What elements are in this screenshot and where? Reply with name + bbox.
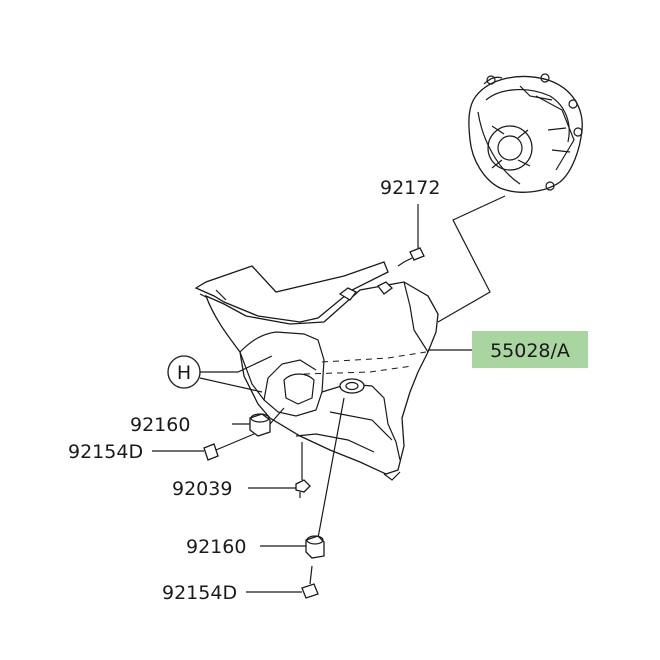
- reference-h-marker: [167, 355, 273, 393]
- bolt-92154d-lower-icon: [301, 565, 319, 599]
- part-number-92160-upper[interactable]: 92160: [130, 414, 190, 436]
- part-number-92172[interactable]: 92172: [380, 177, 440, 199]
- inner-cowl-panel-icon: [194, 261, 439, 481]
- part-number-92160-lower[interactable]: 92160: [186, 536, 246, 558]
- screw-92172-icon: [397, 247, 425, 267]
- part-number-92154d-lower[interactable]: 92154D: [162, 582, 237, 604]
- headlight-assembly-icon: [468, 73, 583, 193]
- part-number-55028a[interactable]: 55028/A: [490, 340, 570, 362]
- bolt-92154d-upper-icon: [203, 433, 255, 461]
- reference-h-label: H: [177, 362, 191, 384]
- part-number-92039[interactable]: 92039: [172, 478, 232, 500]
- hidden-edge-upper: [321, 351, 427, 363]
- spacer-92160-upper-icon: [249, 407, 285, 437]
- part-number-92154d-upper[interactable]: 92154D: [68, 441, 143, 463]
- headlight-leader: [437, 195, 506, 323]
- hidden-edge-lower: [303, 365, 413, 375]
- clip-92039-icon: [295, 442, 311, 498]
- spacer-92160-lower-icon: [305, 397, 345, 559]
- part-number-highlight: [472, 331, 588, 368]
